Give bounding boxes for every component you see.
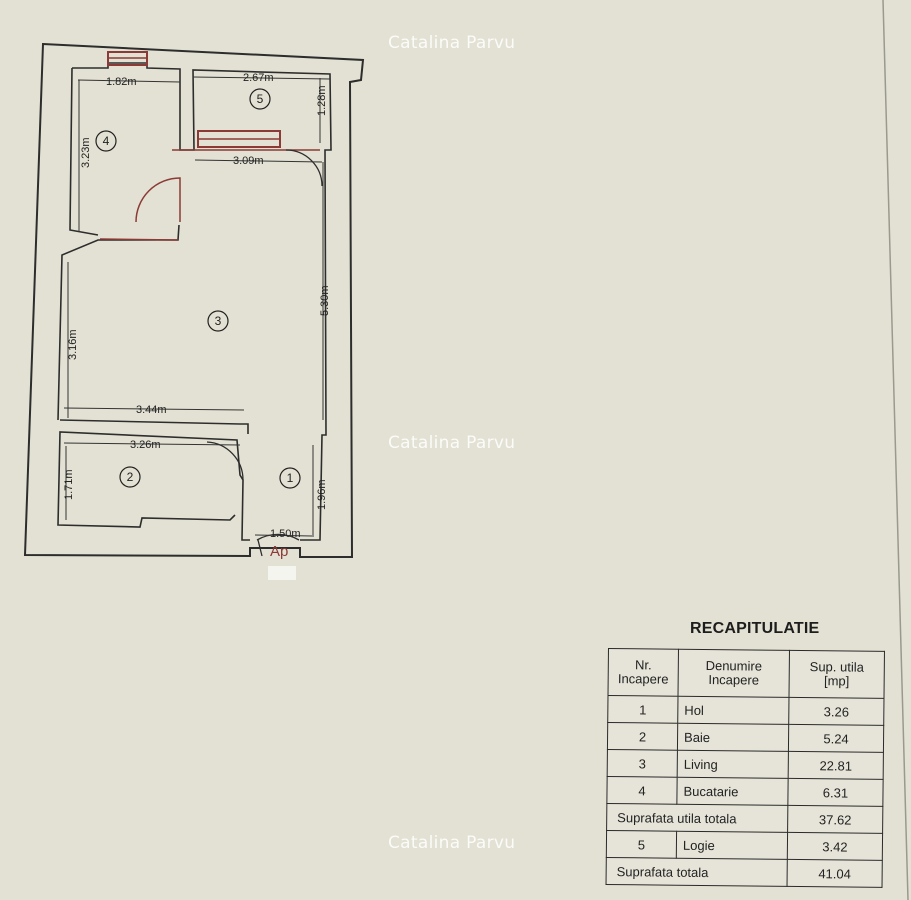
room-number-4: 4 <box>95 130 117 152</box>
subtotal-area: 37.62 <box>787 805 883 834</box>
cell-area: 5.24 <box>788 724 884 753</box>
cell-name: Logie <box>676 831 788 860</box>
dim-5-30: 5.30m <box>319 285 331 316</box>
svg-text:3: 3 <box>215 314 222 328</box>
total-row: Suprafata totala 41.04 <box>606 857 883 888</box>
recap-table: Nr. Incapere Denumire Incapere Sup. util… <box>605 648 885 888</box>
dim-1-71: 1.71m <box>63 469 75 500</box>
dim-1-28: 1.28m <box>316 85 328 116</box>
table-row: 4 Bucatarie 6.31 <box>606 776 884 807</box>
svg-text:2: 2 <box>127 470 134 484</box>
cell-nr: 5 <box>606 830 677 859</box>
cell-name: Living <box>677 750 789 779</box>
dim-3-23: 3.23m <box>80 137 92 168</box>
watermark-middle: Catalina Parvu <box>388 433 516 453</box>
outer-wall <box>23 42 365 558</box>
recap-header-row: Nr. Incapere Denumire Incapere Sup. util… <box>608 648 885 699</box>
dim-2-67: 2.67m <box>243 72 274 84</box>
cell-name: Bucatarie <box>676 777 789 806</box>
watermark-top: Catalina Parvu <box>388 33 516 53</box>
door-bath <box>206 441 244 481</box>
table-row: 3 Living 22.81 <box>607 749 884 780</box>
recap-title: RECAPITULATIE <box>690 620 820 637</box>
room-number-2: 2 <box>119 466 141 488</box>
door-entrance <box>256 533 300 541</box>
cell-area: 6.31 <box>787 778 884 807</box>
subtotal-label: Suprafata utila totala <box>606 803 788 833</box>
watermark-bottom: Catalina Parvu <box>388 833 516 853</box>
cell-nr: 2 <box>607 722 678 751</box>
dim-3-26: 3.26m <box>130 439 161 451</box>
door-entrance-leaf <box>257 539 263 557</box>
total-area: 41.04 <box>787 859 883 888</box>
cell-area: 3.26 <box>788 697 884 726</box>
svg-text:5: 5 <box>257 92 264 106</box>
table-row: 2 Baie 5.24 <box>607 722 884 753</box>
cell-name: Baie <box>677 723 789 752</box>
cell-nr: 4 <box>606 776 678 805</box>
sheet-edge-line <box>882 0 909 900</box>
cell-nr: 3 <box>607 749 678 778</box>
cell-name: Hol <box>677 696 789 725</box>
subtotal-row: Suprafata utila totala 37.62 <box>606 803 883 834</box>
entrance-label: Ap <box>270 543 288 560</box>
cell-area: 3.42 <box>787 832 883 861</box>
room-number-3: 3 <box>207 310 229 332</box>
redacted-patch <box>268 566 296 580</box>
header-name: Denumire Incapere <box>677 649 790 698</box>
door-kitchen <box>135 177 181 223</box>
header-area: Sup. utila [mp] <box>788 650 885 699</box>
table-row: 1 Hol 3.26 <box>607 695 884 726</box>
cell-area: 22.81 <box>788 751 884 780</box>
dim-1-82: 1.82m <box>106 76 137 88</box>
header-nr: Nr. Incapere <box>608 648 679 697</box>
dim-3-44: 3.44m <box>136 404 167 416</box>
inner-wall-outline <box>57 62 332 541</box>
dim-3-09: 3.09m <box>233 155 264 167</box>
svg-text:1: 1 <box>287 471 294 485</box>
dim-3-16: 3.16m <box>67 329 79 360</box>
svg-text:4: 4 <box>103 134 110 148</box>
table-row: 5 Logie 3.42 <box>606 830 883 861</box>
total-label: Suprafata totala <box>606 857 788 887</box>
dimension-lines <box>63 76 331 537</box>
kitchen-partition-2 <box>99 238 179 241</box>
dim-1-50: 1.50m <box>270 528 301 540</box>
door-loggia <box>285 149 323 187</box>
room-number-5: 5 <box>249 88 271 110</box>
room-number-1: 1 <box>279 467 301 489</box>
cell-nr: 1 <box>607 695 678 724</box>
dim-1-96: 1.96m <box>316 479 328 510</box>
